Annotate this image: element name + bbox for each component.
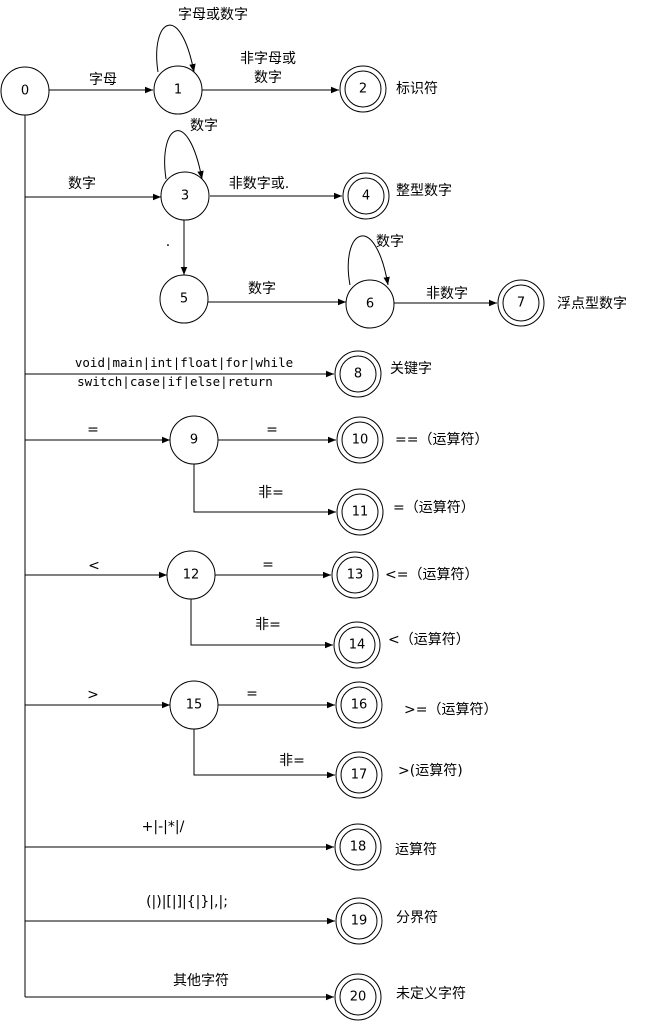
state-label: 12 bbox=[183, 568, 200, 583]
edge-label-12-14: 非= bbox=[255, 617, 281, 633]
state-label: 7 bbox=[517, 296, 525, 311]
edge-label-0-12: < bbox=[88, 558, 100, 574]
edge-label-0-9: = bbox=[87, 422, 99, 438]
edge-label-1-self: 字母或数字 bbox=[178, 7, 248, 23]
edge-label-6-self: 数字 bbox=[376, 234, 404, 250]
states: 0 1 3 5 6 9 12 15 bbox=[0, 65, 545, 1021]
edge-label-5-6: 数字 bbox=[248, 281, 276, 297]
state-label: 3 bbox=[181, 189, 189, 204]
edge-label-9-10: = bbox=[266, 422, 278, 438]
state-13: 13 bbox=[331, 551, 379, 599]
edge-label-3-5: . bbox=[166, 234, 170, 250]
edge-label-12-13: = bbox=[262, 557, 274, 573]
state-2: 2 bbox=[339, 65, 387, 113]
token-label-17: >(运算符) bbox=[398, 763, 463, 779]
state-label: 15 bbox=[186, 698, 203, 713]
token-label-11: =（运算符） bbox=[393, 500, 475, 516]
token-label-13: <=（运算符） bbox=[385, 567, 478, 583]
state-11: 11 bbox=[336, 488, 384, 536]
edge-label-0-3: 数字 bbox=[68, 176, 96, 192]
state-3: 3 bbox=[160, 171, 210, 221]
state-label: 1 bbox=[174, 83, 182, 98]
state-label: 0 bbox=[21, 84, 29, 99]
state-label: 9 bbox=[190, 433, 198, 448]
state-4: 4 bbox=[342, 172, 390, 220]
edge-9-11 bbox=[193, 463, 336, 516]
edge-3-self bbox=[164, 130, 204, 180]
state-label: 10 bbox=[352, 433, 369, 448]
edge-label-1-2-line2: 数字 bbox=[254, 70, 282, 86]
token-label-4: 整型数字 bbox=[396, 183, 452, 199]
token-label-18: 运算符 bbox=[395, 842, 437, 858]
state-17: 17 bbox=[335, 751, 383, 799]
edge-label-0-15: > bbox=[87, 687, 99, 703]
edge-label-9-11: 非= bbox=[258, 485, 284, 501]
state-6: 6 bbox=[345, 279, 395, 329]
state-10: 10 bbox=[336, 416, 384, 464]
edge-label-6-7: 非数字 bbox=[426, 286, 468, 302]
transition-lines bbox=[24, 24, 497, 1001]
edge-label-0-19: (|)|[|]|{|}|,|; bbox=[146, 894, 228, 910]
state-label: 2 bbox=[359, 82, 367, 97]
state-label: 5 bbox=[180, 292, 188, 307]
state-14: 14 bbox=[333, 621, 381, 669]
state-label: 17 bbox=[351, 768, 368, 783]
edge-12-14 bbox=[190, 598, 333, 649]
edge-label-0-1: 字母 bbox=[89, 72, 117, 88]
transition-labels: 字母 字母或数字 非字母或 数字 数字 数字 非数字或. . 数字 数字 非数字… bbox=[68, 7, 468, 989]
state-label: 19 bbox=[351, 914, 368, 929]
token-label-8: 关键字 bbox=[390, 361, 432, 377]
token-label-20: 未定义字符 bbox=[396, 986, 466, 1002]
edge-label-0-18: +|-|*|/ bbox=[142, 819, 185, 835]
state-8: 8 bbox=[334, 350, 382, 398]
token-label-19: 分界符 bbox=[396, 910, 438, 926]
token-label-7: 浮点型数字 bbox=[557, 296, 627, 312]
state-18: 18 bbox=[334, 823, 382, 871]
state-12: 12 bbox=[166, 550, 216, 600]
token-labels: 标识符 整型数字 浮点型数字 关键字 ==（运算符） =（运算符） <=（运算符… bbox=[385, 81, 627, 1002]
edge-label-15-17: 非= bbox=[279, 753, 305, 769]
edge-label-3-self: 数字 bbox=[190, 118, 218, 134]
state-label: 8 bbox=[354, 367, 362, 382]
edge-15-17 bbox=[193, 728, 335, 779]
state-20: 20 bbox=[334, 973, 382, 1021]
state-label: 4 bbox=[362, 189, 370, 204]
state-5: 5 bbox=[159, 274, 209, 324]
token-label-14: <（运算符） bbox=[388, 632, 470, 648]
edge-label-0-8-line1: void|main|int|float|for|while bbox=[75, 355, 293, 370]
token-label-10: ==（运算符） bbox=[395, 432, 488, 448]
edge-label-15-16: = bbox=[246, 686, 258, 702]
state-label: 18 bbox=[350, 840, 367, 855]
state-label: 14 bbox=[349, 638, 366, 653]
edge-label-0-8-line2: switch|case|if|else|return bbox=[77, 374, 273, 389]
state-label: 16 bbox=[351, 698, 368, 713]
state-15: 15 bbox=[169, 680, 219, 730]
state-7: 7 bbox=[497, 279, 545, 327]
state-0: 0 bbox=[0, 66, 50, 116]
state-label: 13 bbox=[347, 568, 364, 583]
edge-label-3-4: 非数字或. bbox=[229, 176, 289, 192]
state-9: 9 bbox=[169, 415, 219, 465]
state-label: 20 bbox=[350, 990, 367, 1005]
state-19: 19 bbox=[335, 897, 383, 945]
state-16: 16 bbox=[335, 681, 383, 729]
edge-label-1-2-line1: 非字母或 bbox=[240, 51, 296, 67]
edge-6-self bbox=[347, 235, 390, 286]
edge-label-0-20: 其他字符 bbox=[173, 973, 229, 989]
edge-1-self bbox=[156, 24, 196, 73]
state-label: 11 bbox=[352, 505, 369, 520]
state-1: 1 bbox=[153, 65, 203, 115]
state-label: 6 bbox=[366, 297, 374, 312]
token-label-2: 标识符 bbox=[396, 81, 438, 97]
token-label-16: >=（运算符） bbox=[404, 702, 497, 718]
